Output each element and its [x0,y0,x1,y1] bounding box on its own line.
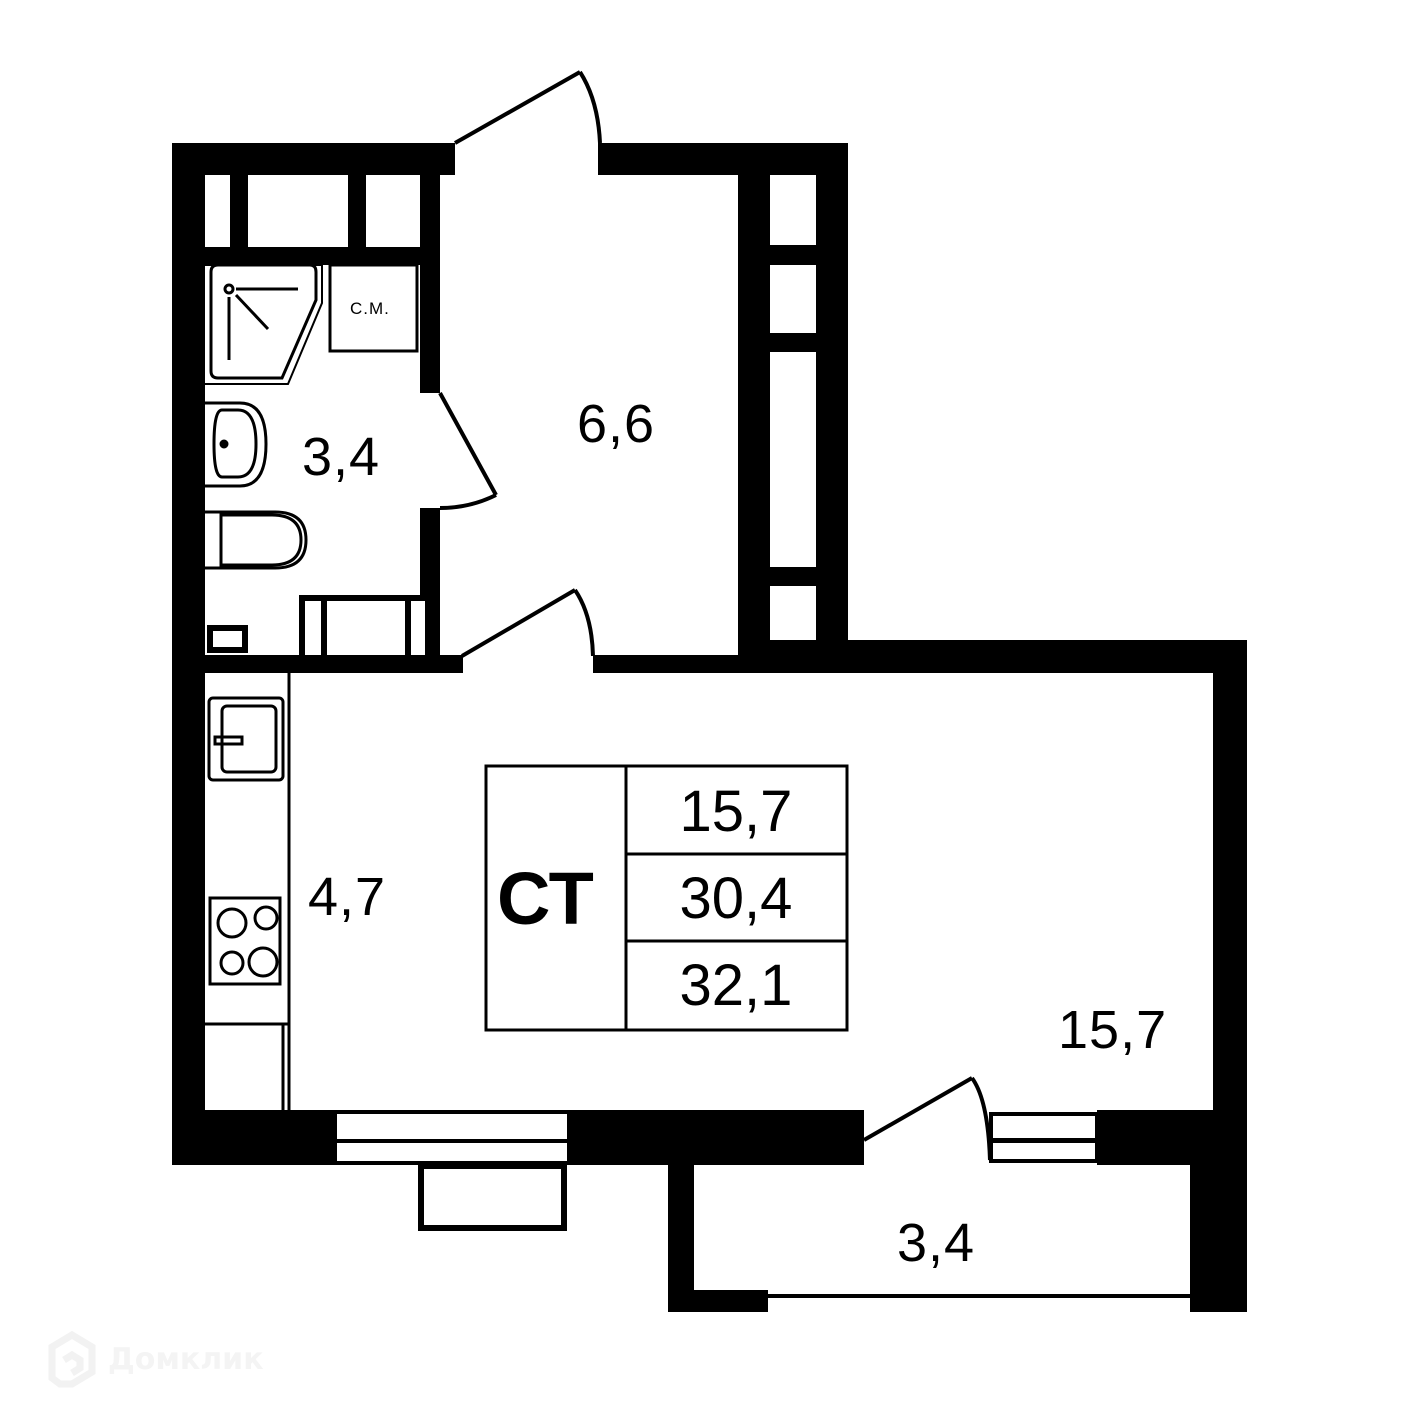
room-area-balcony: 3,4 [897,1213,976,1273]
house-logo-icon [48,1330,96,1388]
sink-icon [205,401,268,488]
watermark-brand: Домклик [108,1342,264,1377]
stove-icon [208,896,282,986]
room-area-bathroom: 3,4 [302,427,381,487]
balcony-door-icon [863,1076,992,1161]
living-area-value: 15,7 [679,779,793,844]
bathroom-door-icon [438,392,498,510]
total-area-with-balcony-value: 32,1 [679,953,793,1018]
room-area-kitchen: 4,7 [308,867,387,927]
shower-icon [205,263,323,385]
kitchen-sink-icon [207,696,285,782]
toilet-icon [205,510,308,570]
total-area-value: 30,4 [679,866,793,931]
washing-machine-icon [328,263,419,353]
room-area-living-room: 15,7 [1058,1000,1168,1060]
apartment-type: СТ [497,857,594,940]
doors [438,70,992,1161]
washing-machine-label: С.М. [350,299,390,318]
entrance-door-icon [454,70,602,145]
living-room-door-icon [460,588,595,658]
summary-table [484,764,849,1032]
windows [205,175,1190,1310]
bathroom-fixtures [205,263,431,661]
ac-unit [418,1163,567,1231]
room-area-hallway: 6,6 [577,394,656,454]
kitchen-fixtures [205,673,291,1110]
